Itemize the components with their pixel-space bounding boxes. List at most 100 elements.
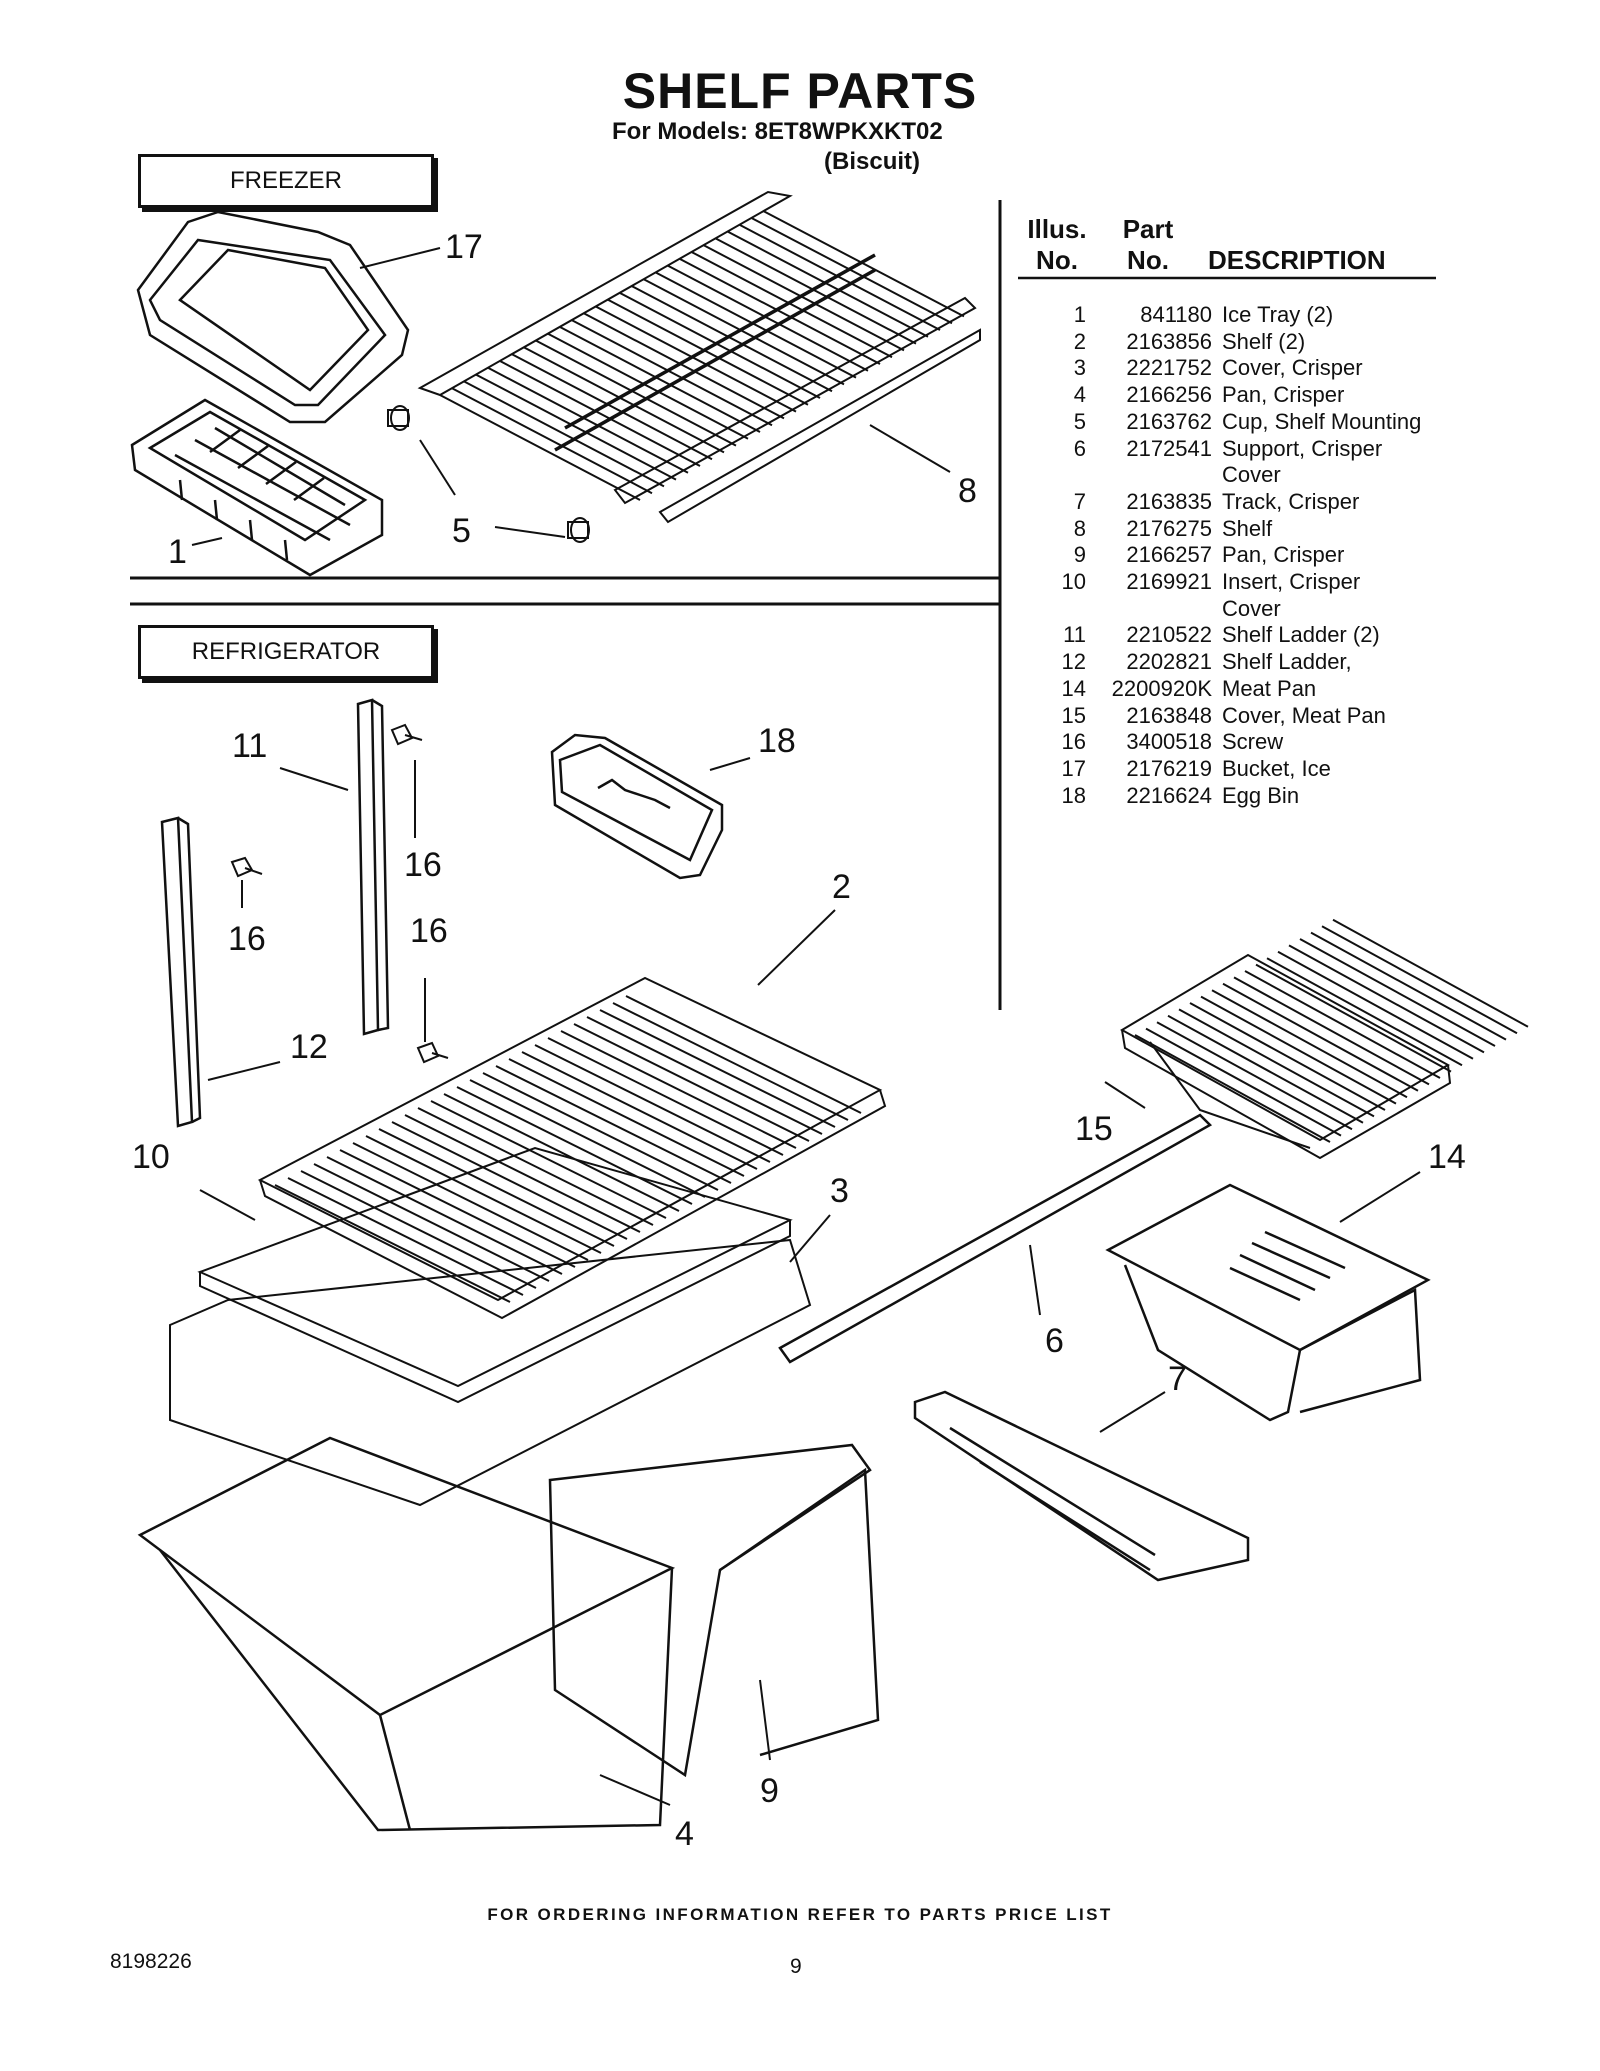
shelf-wire (599, 1009, 836, 1128)
shelf-wire (703, 244, 905, 352)
callout-16c: 16 (410, 912, 448, 950)
part-no-cell: 3400518 (1126, 729, 1212, 755)
meat-pan-icon (1105, 1183, 1431, 1422)
illus-no-cell: 6 (1073, 435, 1086, 461)
ice-tray-icon (130, 398, 384, 577)
description-header: DESCRIPTION (1208, 245, 1386, 275)
refrigerator-section-label: REFRIGERATOR (138, 625, 434, 679)
parts-row: 18 2216624 Egg Bin (1032, 783, 1482, 810)
part-no-cell: 2221752 (1126, 355, 1212, 381)
shelf-wire (1288, 944, 1485, 1054)
page-number: 9 (790, 1955, 802, 1978)
shelf-wire (739, 224, 941, 331)
description-cell: Shelf (1222, 515, 1273, 541)
callout-labels: 17 1 5 8 11 16 16 16 12 18 2 10 3 15 14 … (132, 228, 1466, 1853)
illus-no-cell: 18 (1061, 782, 1086, 808)
shelf-wire (499, 360, 701, 467)
part-no-cell: 2166256 (1126, 382, 1212, 408)
shelf-wire (487, 366, 689, 474)
illus-no-cell: 10 (1061, 569, 1086, 595)
part-no-cell: 2176275 (1126, 515, 1212, 541)
callout-5: 5 (452, 512, 471, 550)
shelf-wire (643, 278, 845, 386)
callout-7: 7 (1168, 1360, 1187, 1398)
description-cell: Pan, Crisper (1222, 542, 1345, 568)
description-cell: Insert, Crisper (1222, 569, 1361, 595)
parts-row: Cover (1032, 462, 1482, 489)
crisper-cover-icon (169, 1146, 812, 1507)
callout-16b: 16 (228, 920, 266, 958)
shelf-wire (430, 1100, 667, 1219)
shelf-wire (631, 285, 833, 393)
illus-no-cell: 9 (1073, 542, 1086, 568)
description-cell: Track, Crisper (1222, 488, 1360, 514)
page-title: SHELF PARTS (622, 63, 978, 119)
illus-no-cell: 12 (1061, 649, 1086, 675)
shelf-wire (1211, 989, 1408, 1099)
callout-4: 4 (675, 1815, 694, 1853)
illus-no-cell: 14 (1061, 675, 1086, 701)
shelf-wire (763, 210, 965, 318)
callout-6: 6 (1045, 1322, 1064, 1360)
shelf-wire (573, 1023, 810, 1142)
shelf-wire (534, 1044, 771, 1163)
shelf-wire (417, 1107, 654, 1226)
shelf-wire (586, 1016, 823, 1135)
callout-16a: 16 (404, 846, 442, 884)
shelf-wire (287, 1177, 524, 1296)
illus-no-cell: 4 (1073, 382, 1086, 408)
color-line: (Biscuit) (824, 148, 920, 175)
description-cell: Bucket, Ice (1222, 755, 1331, 781)
shelf-wire (463, 380, 665, 488)
shelf-wire (1244, 970, 1441, 1079)
description-cell: Shelf Ladder (2) (1222, 622, 1380, 648)
callout-8: 8 (958, 472, 977, 510)
illus-no-cell: 8 (1073, 515, 1086, 541)
callout-9: 9 (760, 1772, 779, 1810)
models-line: For Models: 8ET8WPKXKT02 (612, 118, 943, 145)
meat-pan-cover-icon (1119, 918, 1529, 1160)
part-no-cell: 2202821 (1126, 649, 1212, 675)
callout-12: 12 (290, 1028, 328, 1066)
refrigerator-shelf-icon (257, 976, 887, 1320)
part-no-cell: 2216624 (1126, 782, 1212, 808)
callout-1: 1 (168, 533, 187, 571)
shelf-wire (691, 251, 893, 359)
part-no-cell: 2163856 (1126, 328, 1212, 354)
shelf-wire (1321, 925, 1518, 1035)
illus-no-cell: 5 (1073, 408, 1086, 434)
shelf-wire (495, 1065, 732, 1184)
shelf-wire (667, 264, 869, 372)
description-cell: Cup, Shelf Mounting (1222, 408, 1422, 434)
shelf-wire (1299, 938, 1496, 1047)
shelf-wire (1255, 963, 1452, 1073)
shelf-wire (1310, 931, 1507, 1041)
shelf-wire (560, 1030, 797, 1149)
shelf-wire (475, 373, 677, 481)
shelf-wire (547, 332, 749, 440)
shelf-wire (1145, 1027, 1342, 1137)
description-cell: Support, Crisper (1222, 435, 1383, 461)
shelf-wire (1200, 995, 1397, 1105)
callout-18: 18 (758, 722, 796, 760)
callout-10: 10 (132, 1138, 170, 1176)
shelf-wire (378, 1128, 615, 1247)
description-cell: Egg Bin (1222, 782, 1300, 808)
shelf-wire (1332, 918, 1529, 1028)
shelf-wire (619, 292, 821, 399)
crisper-track-icon (913, 1390, 1250, 1582)
shelf-wire (523, 346, 725, 454)
shelf-wire (1222, 982, 1419, 1092)
shelf-wire (443, 1093, 680, 1212)
shelf-wire (439, 394, 641, 501)
description-cell: Cover, Meat Pan (1222, 702, 1386, 728)
